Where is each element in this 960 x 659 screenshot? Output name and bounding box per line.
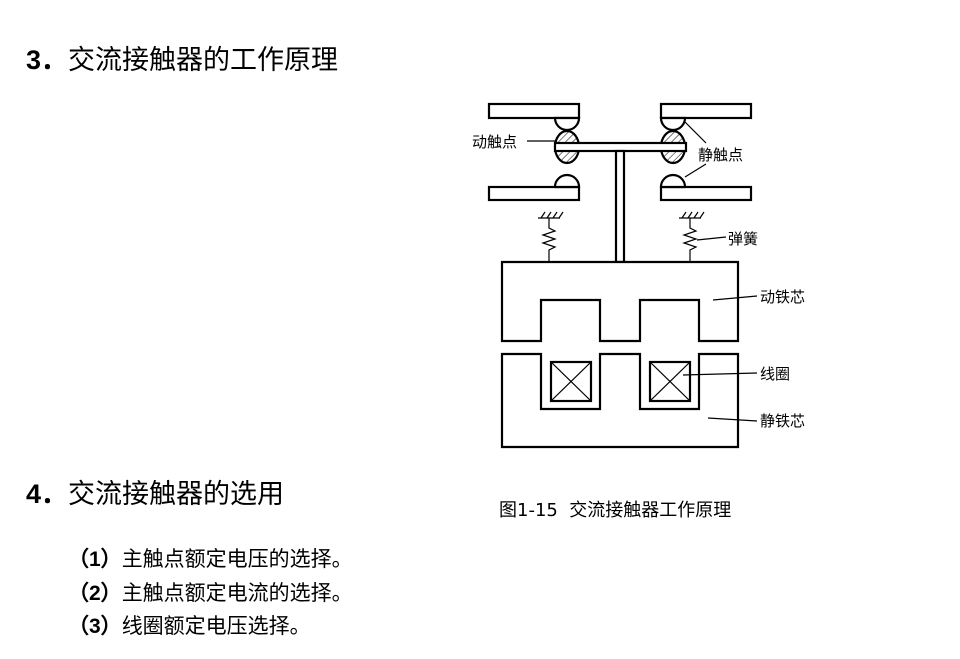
label-moving-contact: 动触点 [472, 133, 517, 151]
static-contact-bar [487, 102, 581, 120]
spring [679, 211, 705, 262]
section-3-heading: 3．交流接触器的工作原理 [26, 45, 339, 76]
label-static-core: 静铁芯 [760, 412, 805, 430]
label-spring: 弹簧 [728, 230, 758, 248]
static-contact-point [553, 173, 581, 189]
spring [538, 211, 564, 262]
stem [614, 149, 626, 264]
list-item: （3）线圈额定电压选择。 [68, 614, 311, 638]
figure-caption: 图1-15 交流接触器工作原理 [499, 500, 731, 521]
static-contact-bar [659, 185, 753, 202]
static-contact-bar [487, 185, 581, 202]
static-iron-core [500, 352, 740, 449]
list-item: （2）主触点额定电流的选择。 [68, 581, 353, 605]
moving-contact-bridge [553, 141, 688, 153]
label-moving-core: 动铁芯 [760, 288, 805, 306]
label-static-contact: 静触点 [698, 146, 743, 164]
label-coil: 线圈 [760, 365, 790, 383]
moving-iron-core [500, 260, 740, 343]
static-contact-point [659, 116, 687, 132]
static-contact-bar [659, 102, 753, 120]
static-contact-point [553, 116, 581, 132]
static-contact-point [659, 173, 687, 189]
list-item: （1）主触点额定电压的选择。 [68, 547, 353, 571]
section-4-heading: 4．交流接触器的选用 [26, 479, 285, 510]
